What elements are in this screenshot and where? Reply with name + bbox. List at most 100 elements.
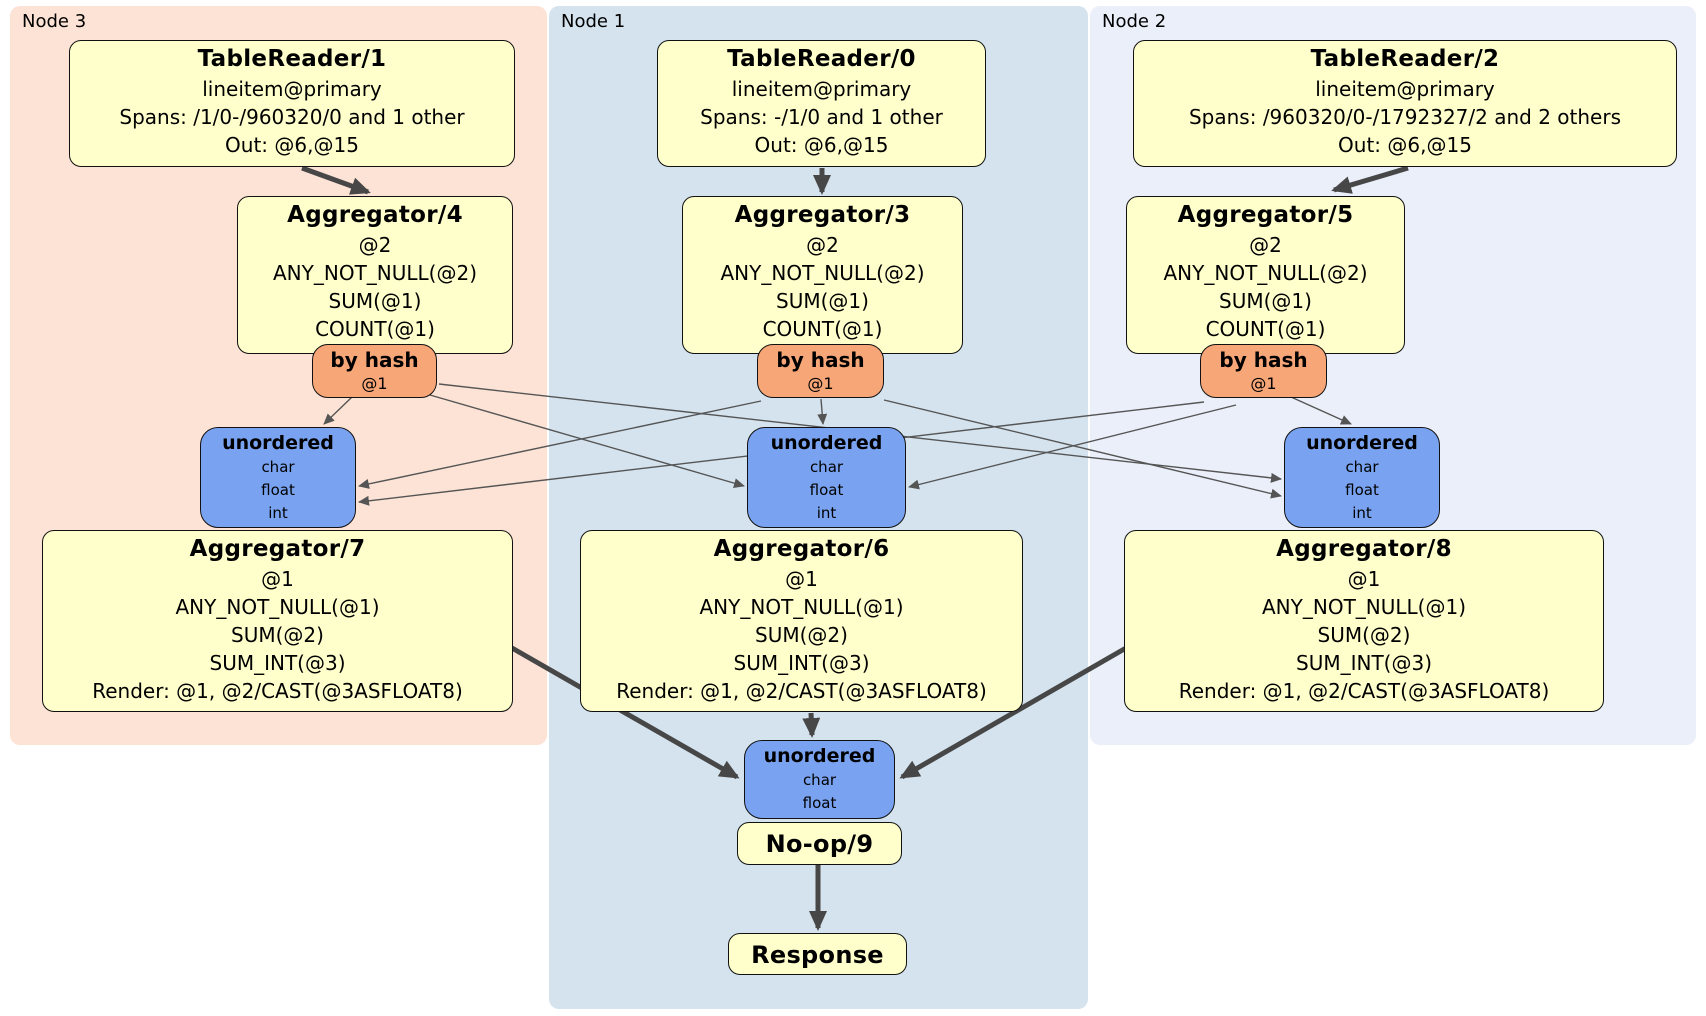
aggregator-3-title: Aggregator/3 — [734, 202, 911, 228]
node-label-node1: Node 1 — [561, 11, 626, 32]
aggregator-3-detail-1: ANY_NOT_NULL(@2) — [720, 261, 925, 285]
aggregator-4-detail-0: @2 — [358, 233, 392, 257]
aggregator-6-detail-1: ANY_NOT_NULL(@1) — [699, 595, 904, 619]
byhash-1-detail-0: @1 — [807, 374, 834, 393]
aggregator-6-detail-2: SUM(@2) — [755, 623, 848, 647]
aggregator-3-detail-3: COUNT(@1) — [762, 317, 883, 341]
unordered-2-detail-2: int — [1352, 504, 1372, 522]
unordered-2-title: unordered — [1306, 432, 1418, 454]
unordered-3-title: unordered — [222, 432, 334, 454]
unordered-final-detail-0: char — [802, 771, 837, 789]
unordered-3-detail-2: int — [268, 504, 288, 522]
aggregator-7-detail-3: SUM_INT(@3) — [209, 651, 346, 675]
box-unordered-final: unordered char float — [744, 740, 895, 819]
aggregator-8-detail-3: SUM_INT(@3) — [1296, 651, 1432, 675]
aggregator-8-title: Aggregator/8 — [1276, 536, 1452, 562]
box-noop-9: No-op/9 — [737, 822, 902, 865]
aggregator-4-detail-1: ANY_NOT_NULL(@2) — [273, 261, 477, 285]
edge-byhash-3-to-unordered-1 — [429, 394, 745, 489]
unordered-1-detail-1: float — [809, 481, 844, 499]
aggregator-4-detail-3: COUNT(@1) — [315, 317, 435, 341]
aggregator-5-detail-2: SUM(@1) — [1219, 289, 1312, 313]
unordered-1-detail-0: char — [809, 458, 844, 476]
tablereader-2-title: TableReader/2 — [1310, 46, 1500, 72]
aggregator-3-detail-2: SUM(@1) — [776, 289, 869, 313]
aggregator-7-detail-0: @1 — [261, 567, 294, 591]
byhash-1-title: by hash — [776, 348, 865, 372]
aggregator-7-title: Aggregator/7 — [189, 536, 366, 562]
tablereader-1-title: TableReader/1 — [197, 46, 387, 72]
byhash-3-detail-0: @1 — [361, 374, 388, 393]
aggregator-7-detail-2: SUM(@2) — [231, 623, 324, 647]
edge-byhash-1-to-unordered-1 — [817, 398, 828, 425]
unordered-2-detail-0: char — [1345, 458, 1379, 476]
aggregator-7-detail-4: Render: @1, @2/CAST(@3ASFLOAT8) — [92, 679, 463, 703]
aggregator-8-detail-1: ANY_NOT_NULL(@1) — [1262, 595, 1466, 619]
noop-9-title: No-op/9 — [765, 830, 874, 858]
tablereader-1-detail-1: Spans: /1/0-/960320/0 and 1 other — [119, 105, 465, 129]
edge-byhash-1-to-unordered-3 — [358, 400, 762, 489]
box-response: Response — [728, 933, 907, 975]
tablereader-1-detail-2: Out: @6,@15 — [225, 133, 359, 157]
aggregator-5-title: Aggregator/5 — [1177, 202, 1354, 228]
tablereader-0-detail-0: lineitem@primary — [731, 77, 912, 101]
aggregator-6-detail-3: SUM_INT(@3) — [733, 651, 870, 675]
response-title: Response — [751, 941, 884, 969]
unordered-2-detail-1: float — [1345, 481, 1379, 499]
unordered-final-detail-1: float — [802, 794, 837, 812]
tablereader-2-detail-2: Out: @6,@15 — [1338, 133, 1472, 157]
tablereader-2-detail-1: Spans: /960320/0-/1792327/2 and 2 others — [1188, 105, 1621, 129]
edge-byhash-3-to-unordered-3 — [323, 396, 353, 425]
edge-aggregator-7-to-unordered-final — [510, 645, 740, 780]
edge-aggregator-6-to-unordered-final — [802, 712, 821, 738]
unordered-3-detail-1: float — [261, 481, 295, 499]
unordered-3-detail-0: char — [261, 458, 295, 476]
edge-byhash-2-to-unordered-1 — [908, 404, 1237, 490]
aggregator-7-detail-1: ANY_NOT_NULL(@1) — [175, 595, 380, 619]
aggregator-8-detail-4: Render: @1, @2/CAST(@3ASFLOAT8) — [1178, 679, 1550, 703]
unordered-1-title: unordered — [770, 432, 883, 454]
edge-byhash-1-to-unordered-2 — [883, 399, 1282, 499]
aggregator-6-detail-0: @1 — [785, 567, 818, 591]
unordered-final-title: unordered — [763, 745, 876, 767]
edge-byhash-2-to-unordered-2 — [1290, 396, 1352, 425]
aggregator-6-detail-4: Render: @1, @2/CAST(@3ASFLOAT8) — [616, 679, 987, 703]
box-byhash-3: by hash @1 — [312, 344, 437, 398]
byhash-2-title: by hash — [1219, 348, 1308, 372]
node-label-node3: Node 3 — [22, 11, 87, 32]
tablereader-1-detail-0: lineitem@primary — [202, 77, 382, 101]
tablereader-0-detail-2: Out: @6,@15 — [754, 133, 889, 157]
box-unordered-1: unordered char float int — [747, 427, 906, 528]
aggregator-4-title: Aggregator/4 — [287, 202, 463, 228]
aggregator-8-detail-2: SUM(@2) — [1317, 623, 1411, 647]
tablereader-2-detail-0: lineitem@primary — [1315, 77, 1495, 101]
byhash-2-detail-0: @1 — [1250, 374, 1277, 393]
tablereader-0-title: TableReader/0 — [727, 46, 916, 72]
box-unordered-3: unordered char float int — [200, 427, 356, 528]
aggregator-3-detail-0: @2 — [806, 233, 839, 257]
edge-tablereader-2-to-aggregator-5 — [1331, 165, 1409, 194]
node-label-node2: Node 2 — [1102, 11, 1167, 32]
edge-tablereader-1-to-aggregator-4 — [301, 165, 371, 195]
aggregator-6-title: Aggregator/6 — [713, 536, 890, 562]
aggregator-4-detail-2: SUM(@1) — [328, 289, 422, 313]
aggregator-5-detail-0: @2 — [1249, 233, 1282, 257]
unordered-1-detail-2: int — [816, 504, 837, 522]
aggregator-8-detail-0: @1 — [1347, 567, 1381, 591]
tablereader-0-detail-1: Spans: -/1/0 and 1 other — [700, 105, 943, 129]
box-unordered-2: unordered char float int — [1284, 427, 1440, 528]
box-byhash-1: by hash @1 — [757, 344, 884, 398]
edge-aggregator-8-to-unordered-final — [899, 645, 1128, 780]
byhash-3-title: by hash — [330, 348, 419, 372]
aggregator-5-detail-1: ANY_NOT_NULL(@2) — [1163, 261, 1368, 285]
